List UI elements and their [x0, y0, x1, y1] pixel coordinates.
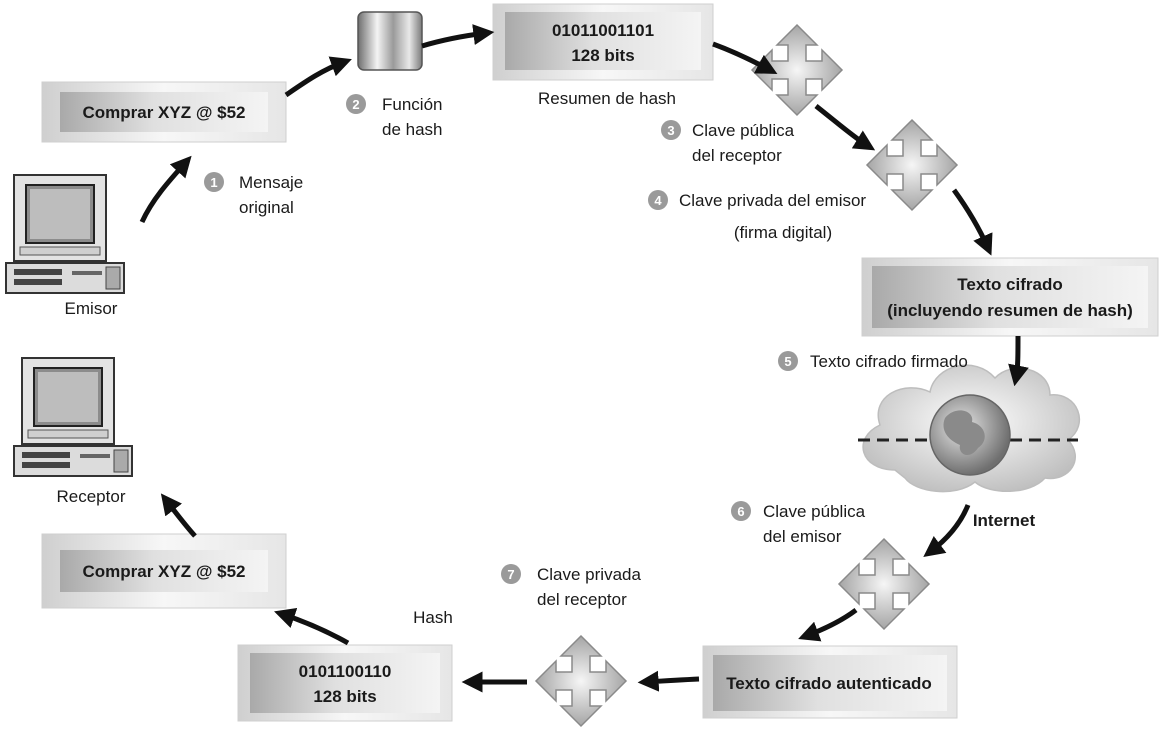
step-2-line2: de hash	[382, 120, 443, 139]
step-6-number: 6	[737, 504, 744, 519]
authenticated-ciphertext-box: Texto cifrado autenticado	[702, 645, 958, 719]
arrow-hashfn-to-digest	[421, 24, 495, 49]
receiver-private-key-icon	[535, 635, 627, 727]
ciphertext-box: Texto cifrado (incluyendo resumen de has…	[861, 257, 1159, 337]
step-1-line1: Mensaje	[239, 173, 303, 192]
arrow-receivermsg-to-receiver	[160, 493, 197, 538]
hash-digest-size: 128 bits	[571, 46, 634, 65]
step-4-line2: (firma digital)	[734, 223, 832, 242]
internet-label: Internet	[973, 511, 1036, 530]
receiver-message-text: Comprar XYZ @ $52	[82, 562, 245, 581]
receiver-message-box: Comprar XYZ @ $52	[41, 533, 287, 609]
step-3: 3 Clave pública del receptor	[661, 120, 795, 165]
receiver-hash-box: 0101100110 128 bits	[237, 644, 453, 722]
step-7-line2: del receptor	[537, 590, 627, 609]
step-4-number: 4	[654, 193, 662, 208]
step-5-line1: Texto cifrado firmado	[810, 352, 968, 371]
step-3-line1: Clave pública	[692, 121, 795, 140]
step-2-number: 2	[352, 97, 359, 112]
hash-digest-bits: 01011001101	[552, 21, 654, 40]
receiver-hash-size: 128 bits	[313, 687, 376, 706]
step-7-line1: Clave privada	[537, 565, 641, 584]
authenticated-text: Texto cifrado autenticado	[726, 674, 932, 693]
receiver-computer-icon	[13, 357, 133, 477]
arrow-key3-to-key4	[814, 104, 876, 151]
step-2-line1: Función	[382, 95, 442, 114]
step-4: 4 Clave privada del emisor (firma digita…	[648, 190, 866, 242]
arrow-hash-to-receivermsg	[274, 608, 350, 646]
arrow-key4-to-ciphertext	[951, 188, 993, 256]
arrow-sender-to-message	[139, 155, 192, 224]
step-3-line2: del receptor	[692, 146, 782, 165]
arrow-ciphertext-to-internet	[1008, 335, 1029, 387]
arrow-key6-to-authenticated	[798, 607, 858, 642]
step-5-number: 5	[784, 354, 791, 369]
step-6-line1: Clave pública	[763, 502, 866, 521]
ciphertext-line2: (incluyendo resumen de hash)	[887, 301, 1133, 320]
receiver-hash-bits: 0101100110	[299, 662, 392, 681]
step-1-line2: original	[239, 198, 294, 217]
step-7-number: 7	[507, 567, 514, 582]
arrow-digest-to-key3	[712, 41, 778, 74]
step-1-number: 1	[210, 175, 217, 190]
receiver-label: Receptor	[57, 487, 126, 506]
arrow-internet-to-key6	[923, 504, 971, 558]
sender-message-text: Comprar XYZ @ $52	[82, 103, 245, 122]
sender-computer-icon	[5, 174, 125, 294]
hash-digest-caption: Resumen de hash	[538, 89, 676, 108]
sender-message-box: Comprar XYZ @ $52	[41, 81, 287, 143]
arrow-authenticated-to-key7	[637, 670, 700, 692]
step-4-line1: Clave privada del emisor	[679, 191, 866, 210]
internet-cloud-icon	[858, 364, 1080, 493]
step-7: 7 Clave privada del receptor	[501, 564, 641, 609]
step-6: 6 Clave pública del emisor	[731, 501, 866, 546]
step-1: 1 Mensaje original	[204, 172, 303, 217]
receiver-hash-caption: Hash	[413, 608, 453, 627]
hash-digest-box: 01011001101 128 bits	[492, 3, 714, 81]
step-6-line2: del emisor	[763, 527, 842, 546]
ciphertext-line1: Texto cifrado	[957, 275, 1062, 294]
step-2: 2 Función de hash	[346, 94, 443, 139]
sender-private-key-icon	[866, 119, 958, 211]
sender-label: Emisor	[65, 299, 118, 318]
arrow-message-to-hashfn	[284, 56, 352, 98]
step-5: 5 Texto cifrado firmado	[778, 351, 968, 371]
flow-arrows	[139, 24, 1029, 693]
hash-function-icon	[357, 11, 423, 71]
step-3-number: 3	[667, 123, 674, 138]
